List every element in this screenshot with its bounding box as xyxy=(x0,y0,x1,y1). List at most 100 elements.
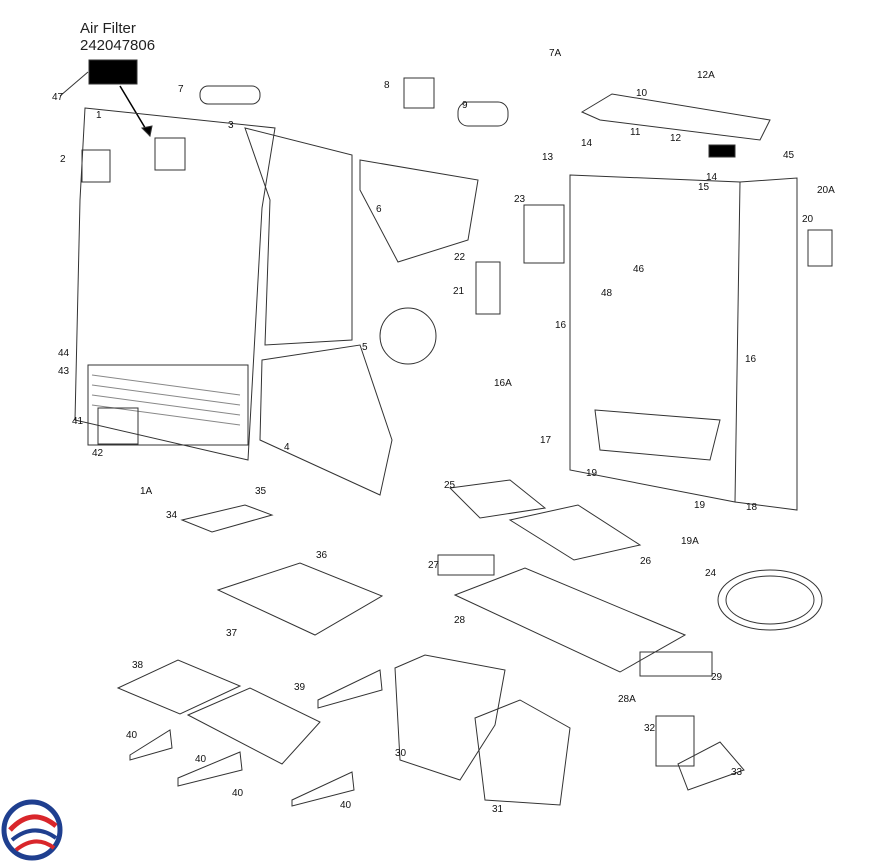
callout: 20A xyxy=(817,185,835,196)
callout: 26 xyxy=(640,556,652,567)
callout: 40 xyxy=(232,788,244,799)
part-45-box xyxy=(708,144,736,158)
callout: 28A xyxy=(618,694,636,705)
part-number: 242047806 xyxy=(80,37,156,54)
bracket-40 xyxy=(177,751,243,787)
callout: 46 xyxy=(633,264,645,275)
callout: 6 xyxy=(376,204,382,215)
callout: 37 xyxy=(226,628,238,639)
callout: 43 xyxy=(58,366,70,377)
callout: 1A xyxy=(140,486,153,497)
crisper-frame-28 xyxy=(453,567,687,673)
callout: 16 xyxy=(555,320,567,331)
air-filter-highlight-box xyxy=(88,59,138,85)
callout: 19 xyxy=(586,468,598,479)
callout: 41 xyxy=(72,416,84,427)
callout: 34 xyxy=(166,510,178,521)
panel-3 xyxy=(244,127,353,346)
diagram-title: Air Filter xyxy=(80,20,136,37)
callout: 25 xyxy=(444,480,456,491)
bracket-37 xyxy=(317,669,383,709)
bracket-40 xyxy=(129,729,173,761)
filter-housing xyxy=(81,149,111,183)
callout: 40 xyxy=(126,730,138,741)
callout: 24 xyxy=(705,568,717,579)
callout: 8 xyxy=(384,80,390,91)
duct-4 xyxy=(259,344,393,496)
callout: 48 xyxy=(601,288,613,299)
part-21 xyxy=(475,261,501,315)
shelf-35 xyxy=(180,504,274,533)
callout: 7A xyxy=(549,48,562,59)
tube-7 xyxy=(199,85,261,105)
callout: 20 xyxy=(802,214,814,225)
part-20 xyxy=(807,229,833,267)
callout: 47 xyxy=(52,92,64,103)
callout: 12 xyxy=(670,133,682,144)
callout: 39 xyxy=(294,682,306,693)
leader-47 xyxy=(59,71,89,97)
water-line-24 xyxy=(717,569,823,631)
callout: 35 xyxy=(255,486,267,497)
shelf-36 xyxy=(216,562,384,636)
callout: 27 xyxy=(428,560,440,571)
fan-5 xyxy=(379,307,437,365)
callout: 16 xyxy=(745,354,757,365)
callout: 29 xyxy=(711,672,723,683)
part-9 xyxy=(457,101,509,127)
callout: 12A xyxy=(697,70,715,81)
callout: 7 xyxy=(178,84,184,95)
callout: 38 xyxy=(132,660,144,671)
callout: 18 xyxy=(746,502,758,513)
callout: 17 xyxy=(540,435,552,446)
callout: 42 xyxy=(92,448,104,459)
callout: 16A xyxy=(494,378,512,389)
callout: 45 xyxy=(783,150,795,161)
bracket-40 xyxy=(291,771,355,807)
callout: 30 xyxy=(395,748,407,759)
callout: 3 xyxy=(228,120,234,131)
callout: 19 xyxy=(694,500,706,511)
water-line-coil xyxy=(725,575,815,625)
callout: 13 xyxy=(542,152,554,163)
callout: 23 xyxy=(514,194,526,205)
callout: 44 xyxy=(58,348,70,359)
callout: 10 xyxy=(636,88,648,99)
callout: 40 xyxy=(340,800,352,811)
callout: 22 xyxy=(454,252,466,263)
shelf-25 xyxy=(448,479,547,519)
part-41-box xyxy=(97,407,139,445)
cabinet xyxy=(569,174,741,503)
callout: 19A xyxy=(681,536,699,547)
callout: 1 xyxy=(96,110,102,121)
callout: 14 xyxy=(706,172,718,183)
part-32 xyxy=(655,715,695,767)
callout: 15 xyxy=(698,182,710,193)
part-29 xyxy=(639,651,713,677)
callout: 31 xyxy=(492,804,504,815)
valve-8 xyxy=(403,77,435,109)
arrow-head-icon xyxy=(140,125,153,138)
callout: 11 xyxy=(630,127,641,138)
shelf-38 xyxy=(116,659,242,715)
callout: 36 xyxy=(316,550,328,561)
callout: 28 xyxy=(454,615,466,626)
part-33 xyxy=(677,741,745,791)
rail-10 xyxy=(580,93,771,141)
callout: 14 xyxy=(581,138,593,149)
callout: 40 xyxy=(195,754,207,765)
callout: 33 xyxy=(731,767,743,778)
cabinet-side xyxy=(734,177,798,511)
bracket-6 xyxy=(359,159,479,263)
callout: 5 xyxy=(362,342,368,353)
part-23 xyxy=(523,204,565,264)
rear-panel xyxy=(74,107,276,461)
callout: 9 xyxy=(462,100,468,111)
brand-logo-icon xyxy=(1,799,63,861)
callout: 21 xyxy=(453,286,465,297)
callout: 32 xyxy=(644,723,656,734)
shelf-26 xyxy=(508,504,642,561)
shelf-39 xyxy=(186,687,321,765)
